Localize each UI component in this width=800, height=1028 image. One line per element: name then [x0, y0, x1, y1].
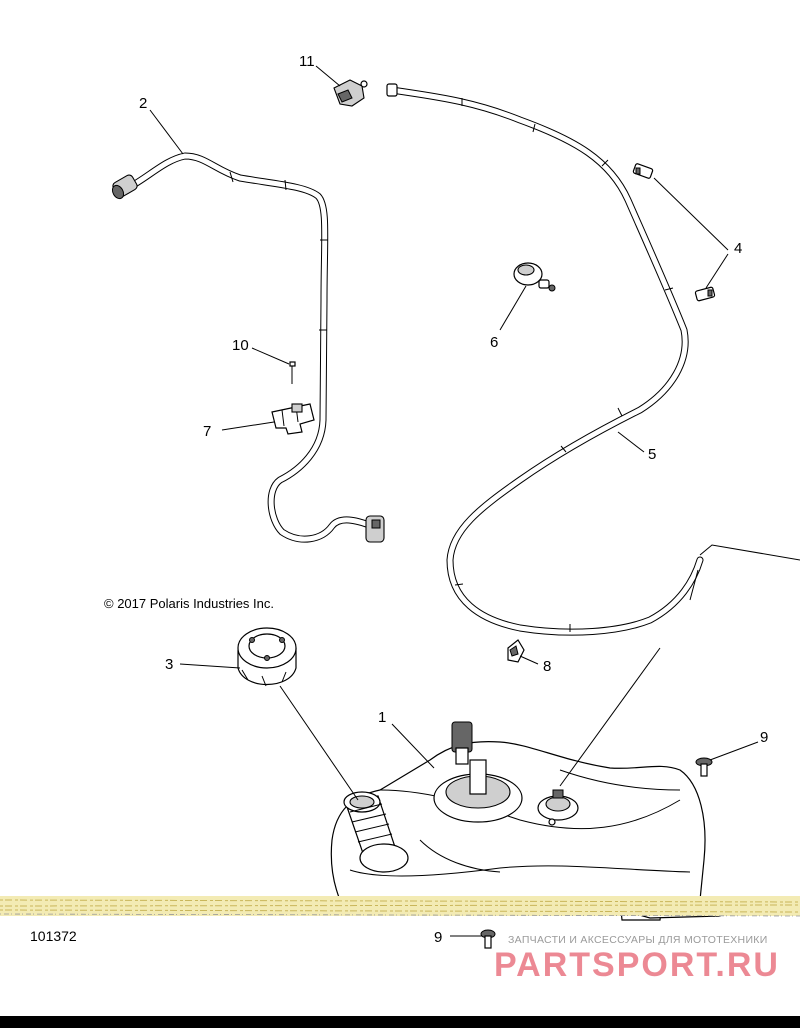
callout-3: 3	[165, 656, 173, 673]
clamp-7	[271, 403, 315, 435]
vent-hose-2	[111, 152, 385, 543]
drawing-id: 101372	[30, 928, 77, 944]
callout-7: 7	[203, 423, 211, 440]
screw-9-upper	[695, 757, 713, 777]
callout-2: 2	[139, 95, 147, 112]
callout-9-lower: 9	[434, 929, 442, 946]
pin-10	[289, 361, 296, 384]
vent-hose-5	[386, 83, 800, 636]
callout-4: 4	[734, 240, 742, 257]
callout-6: 6	[490, 334, 498, 351]
callout-5: 5	[648, 446, 656, 463]
bottom-bar	[0, 1016, 800, 1028]
watermark-tagline: ЗАПЧАСТИ И АКСЕССУАРЫ ДЛЯ МОТОТЕХНИКИ	[508, 934, 768, 946]
hose-fitting-left	[111, 174, 138, 200]
callout-8: 8	[543, 658, 551, 675]
callout-11: 11	[299, 53, 315, 70]
watermark-brand: PARTSPORT.RU	[494, 946, 780, 984]
fuel-cap-3	[237, 627, 297, 687]
fuel-tank-1	[330, 721, 741, 921]
scan-noise-band	[0, 896, 800, 917]
hose-fitting-right	[365, 515, 385, 543]
leader-lines	[149, 65, 759, 937]
callout-1: 1	[378, 709, 386, 726]
check-valve-6	[513, 262, 556, 292]
callout-10: 10	[232, 337, 249, 354]
callout-9-upper: 9	[760, 729, 768, 746]
clip-11	[333, 79, 368, 107]
clip-8	[507, 639, 525, 663]
screw-9-lower	[480, 929, 496, 949]
callouts: 2 11 10 7 4 6 5 8 3 1 9 9	[139, 53, 768, 946]
fitting-4-upper	[632, 163, 654, 179]
copyright-notice: © 2017 Polaris Industries Inc.	[104, 596, 274, 611]
fitting-4-lower	[694, 286, 716, 302]
